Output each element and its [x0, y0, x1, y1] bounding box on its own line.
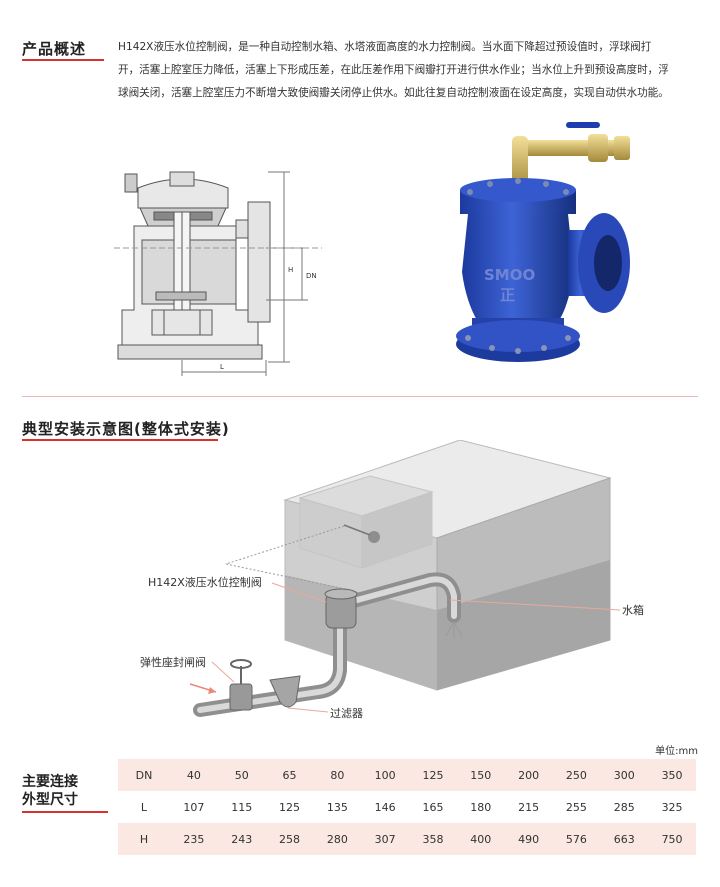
dim-l-label: L	[220, 363, 224, 371]
table-cell: 258	[265, 823, 314, 855]
table-cell: 100	[361, 759, 410, 791]
label-gate-valve: 弹性座封闸阀	[140, 656, 206, 669]
table-cell: 40	[170, 759, 218, 791]
table-cell: 750	[648, 823, 696, 855]
valve-section-drawing: H DN L	[114, 171, 322, 376]
table-cell: 165	[422, 800, 444, 814]
row-header: H	[118, 823, 170, 855]
valve-body-text: SMOO	[484, 266, 535, 284]
overview-line-1: H142X液压水位控制阀，是一种自动控制水箱、水塔液面高度的水力控制阀。当水面下…	[118, 41, 652, 53]
valve-brand-text: 正	[500, 286, 515, 304]
table-cell: 663	[600, 823, 649, 855]
table-cell: 80	[313, 759, 362, 791]
table-cell: 125	[409, 759, 457, 791]
table-cell: 400	[456, 823, 505, 855]
table-cell: 107	[183, 800, 205, 814]
dimensions-title-line-1: 主要连接	[22, 774, 78, 790]
unit-label: 单位:mm	[655, 746, 698, 757]
dim-dn-label: DN	[306, 272, 317, 280]
table-cell: 255	[565, 800, 587, 814]
table-row-l: L 107 115 125 135 146 165 180 215 255 28…	[118, 791, 696, 823]
dimensions-title: 主要连接 外型尺寸	[22, 773, 78, 809]
table-cell: 285	[613, 800, 635, 814]
installation-diagram	[189, 440, 621, 717]
row-header: DN	[118, 759, 170, 791]
valve-photo: SMOO 正	[456, 122, 630, 362]
table-cell: 576	[552, 823, 601, 855]
table-cell: 125	[279, 800, 301, 814]
section-divider	[22, 396, 698, 397]
install-title-underline	[22, 439, 218, 441]
table-cell: 325	[661, 800, 683, 814]
overview-title: 产品概述	[22, 40, 87, 58]
table-cell: 307	[361, 823, 410, 855]
overview-title-underline	[22, 59, 104, 61]
label-control-valve: H142X液压水位控制阀	[148, 576, 262, 589]
table-cell: 50	[217, 759, 266, 791]
table-cell: 490	[504, 823, 553, 855]
dim-h-label: H	[288, 266, 293, 274]
table-row-h: H 235 243 258 280 307 358 400 490 576 66…	[118, 823, 696, 855]
table-cell: 200	[504, 759, 553, 791]
overview-line-2: 开，活塞上腔室压力降低，活塞上下形成压差，在此压差作用下阀瓣打开进行供水作业；当…	[118, 64, 669, 76]
dimensions-title-line-2: 外型尺寸	[22, 792, 78, 808]
table-cell: 65	[265, 759, 314, 791]
overview-text: H142X液压水位控制阀，是一种自动控制水箱、水塔液面高度的水力控制阀。当水面下…	[118, 36, 698, 105]
label-filter: 过滤器	[330, 707, 363, 720]
table-cell: 115	[231, 800, 253, 814]
table-cell: 146	[374, 800, 396, 814]
table-cell: 350	[648, 759, 696, 791]
label-tank: 水箱	[622, 604, 644, 617]
table-cell: 180	[470, 800, 492, 814]
table-cell: 243	[217, 823, 266, 855]
table-cell: 300	[600, 759, 649, 791]
table-row-dn: DN 40 50 65 80 100 125 150 200 250 300 3…	[118, 759, 696, 791]
table-cell: 250	[552, 759, 601, 791]
table-cell: 235	[170, 823, 218, 855]
table-cell: 358	[409, 823, 457, 855]
table-cell: 215	[518, 800, 540, 814]
table-cell: 150	[456, 759, 505, 791]
overview-line-3: 球阀关闭，活塞上腔室压力不断增大致使阀瓣关闭停止供水。如此往复自动控制液面在设定…	[118, 87, 669, 99]
row-header: L	[140, 800, 148, 814]
install-title: 典型安装示意图(整体式安装)	[22, 420, 230, 438]
table-cell: 280	[313, 823, 362, 855]
table-cell: 135	[326, 800, 348, 814]
dimensions-title-underline	[22, 811, 108, 813]
dimensions-table: DN 40 50 65 80 100 125 150 200 250 300 3…	[118, 759, 696, 855]
